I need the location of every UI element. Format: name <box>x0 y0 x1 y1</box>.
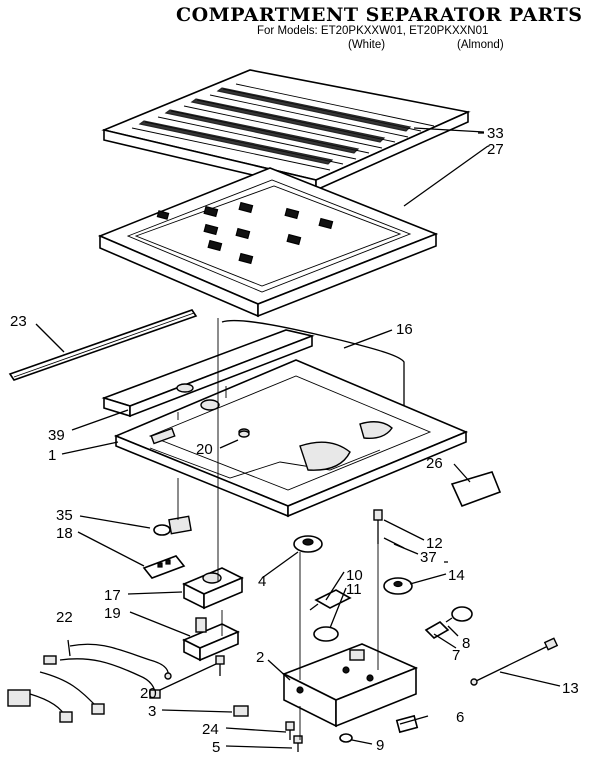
callout-20-upper: 20 <box>196 441 213 458</box>
part-9-washer <box>339 733 353 743</box>
part-17-control-housing <box>182 567 244 610</box>
callout-17: 17 <box>104 587 121 604</box>
color-white-label: (White) <box>348 39 386 51</box>
callout-dashes <box>444 132 484 563</box>
callout-24: 24 <box>202 721 219 738</box>
callout-14: 14 <box>448 567 465 584</box>
models-line: For Models: ET20PKXXW01, ET20PKXXN01 <box>257 25 489 37</box>
part-8-bulb <box>445 606 473 623</box>
callout-33: 33 <box>487 125 504 142</box>
part-3-clip <box>233 705 249 717</box>
callout-20-lower: 20 <box>140 685 157 702</box>
callout-13: 13 <box>562 680 579 697</box>
part-10-relay <box>309 589 352 611</box>
callout-11: 11 <box>346 581 362 598</box>
callout-37: 37 <box>420 549 437 566</box>
part-18-bezel <box>142 555 186 579</box>
part-20-screw <box>215 655 225 676</box>
part-35-thermostat-knob <box>153 515 192 536</box>
diagram-title: Compartment Separator Parts <box>176 4 583 26</box>
part-5-screw <box>293 735 303 752</box>
callout-9: 9 <box>376 737 384 754</box>
part-11-washer <box>313 626 339 642</box>
callout-labels: 33 27 23 16 39 20 1 26 35 18 12 37 14 4 … <box>10 125 579 756</box>
callout-2: 2 <box>256 649 264 666</box>
callout-18: 18 <box>56 525 73 542</box>
part-6-switch <box>395 714 419 734</box>
callout-23: 23 <box>10 313 27 330</box>
part-13-cord <box>470 637 559 686</box>
leader-lines <box>35 127 561 749</box>
assembly-guide-lines <box>177 318 379 740</box>
callout-39: 39 <box>48 427 65 444</box>
color-almond-label: (Almond) <box>457 39 504 51</box>
part-23-strip <box>8 309 198 381</box>
callout-16: 16 <box>396 321 413 338</box>
callout-5: 5 <box>212 739 220 756</box>
part-2-lower-housing <box>282 643 419 728</box>
part-27-compartment-frame <box>97 167 439 318</box>
callout-19: 19 <box>104 605 121 622</box>
callout-27: 27 <box>487 141 504 158</box>
callout-1: 1 <box>48 447 56 464</box>
part-14-mount <box>383 577 413 595</box>
part-7-socket <box>424 621 450 639</box>
callout-10: 10 <box>346 567 363 584</box>
callout-35: 35 <box>56 507 73 524</box>
callout-4: 4 <box>258 573 266 590</box>
callout-22: 22 <box>56 609 73 626</box>
callout-7: 7 <box>452 647 460 664</box>
part-12-screw <box>373 509 383 544</box>
callout-3: 3 <box>148 703 156 720</box>
part-20-grommet <box>238 430 250 438</box>
part-24-screw <box>285 721 295 740</box>
part-22-wiring-harness <box>7 643 172 723</box>
part-19-bracket <box>182 617 240 662</box>
part-16-wire <box>221 319 405 430</box>
callout-8: 8 <box>462 635 470 652</box>
part-39-front-rail <box>101 329 315 418</box>
callout-6: 6 <box>456 709 464 726</box>
part-4-grommet <box>293 535 323 553</box>
callout-12: 12 <box>426 535 443 552</box>
part-1-separator-base <box>113 359 469 518</box>
part-33-shelf-grille <box>101 69 471 192</box>
part-26-pad <box>450 471 502 508</box>
callout-26: 26 <box>426 455 443 472</box>
